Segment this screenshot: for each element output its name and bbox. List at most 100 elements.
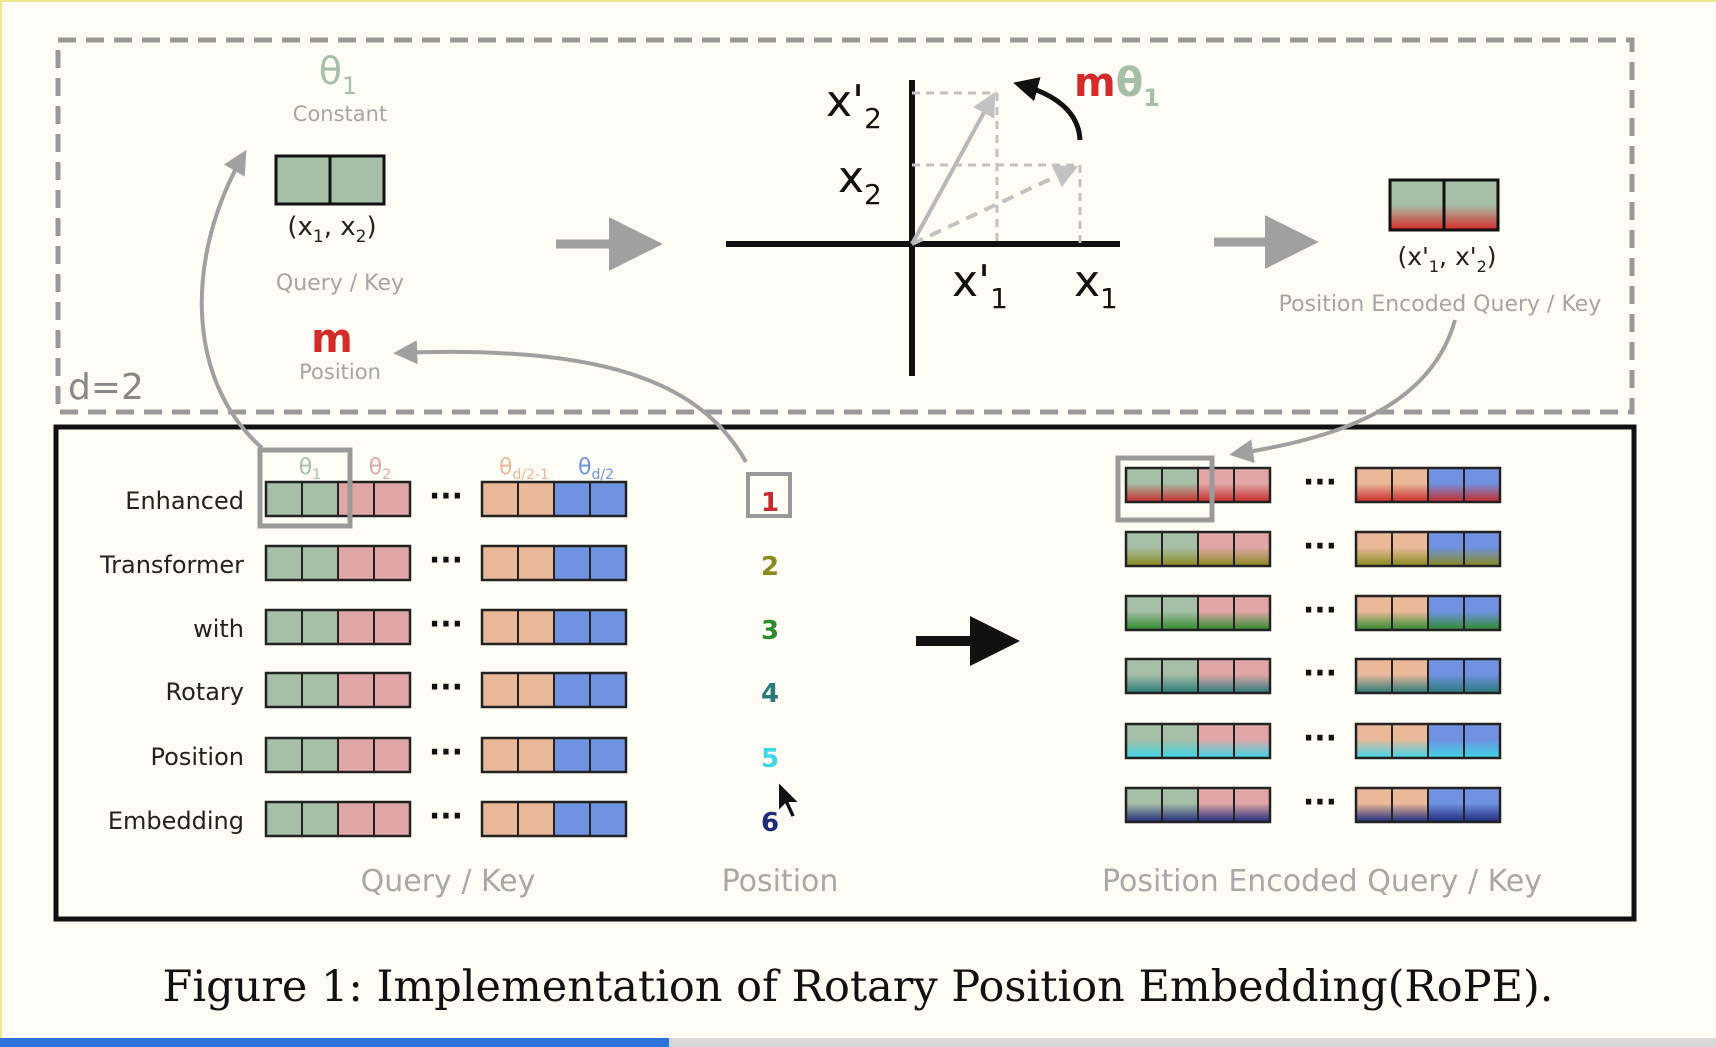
encoded-cell — [1428, 532, 1464, 566]
d-equals-2-label: d=2 — [68, 367, 144, 408]
curve-encoded-to-row — [1229, 319, 1457, 464]
theta-header-1: θ1 — [299, 455, 321, 483]
encoded-cell — [1428, 788, 1464, 822]
encoded-row: ··· — [1124, 721, 1502, 760]
encoded-cell — [1234, 724, 1270, 758]
position-number: 2 — [761, 552, 779, 582]
encoded-cell — [1356, 724, 1392, 758]
query-key-row: ··· — [264, 607, 628, 646]
encoded-cell — [1162, 724, 1198, 758]
encoded-cell — [1428, 659, 1464, 693]
curve-position-to-m — [393, 340, 748, 463]
encoded-cell — [1356, 659, 1392, 693]
theta-header-3: θd/2-1 — [499, 455, 549, 483]
row-label: Enhanced — [125, 487, 244, 515]
encoded-cell — [1198, 468, 1234, 502]
constant-label: Constant — [293, 102, 387, 126]
row-label: Rotary — [166, 678, 244, 706]
vector-cell — [302, 546, 338, 580]
vector-cell — [374, 738, 410, 772]
vector-cell — [554, 546, 590, 580]
encoded-cell — [1428, 468, 1464, 502]
encoded-cell — [1198, 788, 1234, 822]
position-number: 5 — [761, 744, 779, 774]
row-label: with — [193, 615, 244, 643]
query-key-row: ··· — [264, 799, 628, 838]
encoded-cell — [1162, 468, 1198, 502]
encoded-cell — [1126, 659, 1162, 693]
encoded-pair-label: (x'1, x'2) — [1397, 242, 1496, 276]
encoded-row: ··· — [1124, 529, 1502, 568]
vector-cell — [302, 673, 338, 707]
vector-cell — [554, 802, 590, 836]
vector-cell — [518, 738, 554, 772]
query-key-row: ··· — [264, 735, 628, 774]
rotation-angle-arrow — [1013, 77, 1083, 141]
encoded-cell — [1428, 724, 1464, 758]
encoded-cell — [1356, 468, 1392, 502]
vector-cell — [338, 802, 374, 836]
vector-cell — [590, 738, 626, 772]
position-1-highlight-box — [746, 472, 792, 518]
theta-header-2: θ2 — [369, 455, 391, 483]
x1-x2-pair-label: (x1, x2) — [287, 212, 376, 247]
encoded-cell — [1392, 532, 1428, 566]
row-label: Position — [151, 743, 244, 771]
query-key-row: ··· — [264, 543, 628, 582]
position-number: 4 — [761, 679, 779, 709]
query-key-pair-cell — [274, 154, 386, 206]
vector-cell — [266, 546, 302, 580]
vector-cell — [518, 673, 554, 707]
encoded-cell — [1126, 788, 1162, 822]
vector-cell — [338, 610, 374, 644]
row-label: Embedding — [108, 807, 244, 835]
encoded-cell — [1356, 532, 1392, 566]
vector-cell — [302, 610, 338, 644]
vector-cell — [302, 482, 338, 516]
ellipsis: ··· — [429, 735, 463, 770]
vector-cell — [482, 610, 518, 644]
vector-cell — [374, 546, 410, 580]
vector-cell — [374, 673, 410, 707]
encoded-cell — [1356, 596, 1392, 630]
encoded-cell — [1464, 724, 1500, 758]
axis-label-x1-prime: x'1 — [952, 256, 1008, 315]
mouse-cursor-icon — [777, 778, 803, 820]
vector-cell — [590, 546, 626, 580]
position-number: 1 — [761, 488, 779, 518]
encoded-cell — [1234, 659, 1270, 693]
top-panel-dashed-box — [55, 37, 1635, 415]
vector-cell — [518, 610, 554, 644]
m-theta1-rotation-label: mθ1 — [1074, 60, 1160, 112]
encoded-cell — [1464, 468, 1500, 502]
m-position-label: Position — [299, 360, 381, 384]
vector-cell — [266, 482, 302, 516]
encoded-cell — [1392, 788, 1428, 822]
encoded-cell — [1162, 788, 1198, 822]
encoded-cell — [1392, 596, 1428, 630]
ellipsis: ··· — [1303, 465, 1337, 500]
video-progress-bar[interactable] — [0, 1038, 1716, 1047]
vector-cell — [554, 673, 590, 707]
rotated-vector-arrow — [910, 91, 996, 245]
encoded-caption: Position Encoded Query / Key — [1102, 864, 1542, 899]
frame-border-left — [0, 0, 2, 1047]
ellipsis: ··· — [429, 607, 463, 642]
encoded-cell — [1198, 596, 1234, 630]
m-position-symbol: m — [311, 316, 353, 362]
query-key-rows: Enhanced···Transformer···with···Rotary··… — [99, 479, 628, 838]
position-number: 3 — [761, 616, 779, 646]
theta1-label: θ1 — [319, 49, 358, 100]
vector-cell — [302, 802, 338, 836]
position-caption: Position — [722, 864, 839, 899]
encoded-cell — [1234, 788, 1270, 822]
encoded-row: ··· — [1124, 656, 1502, 695]
encoded-cell — [1162, 659, 1198, 693]
vector-cell — [482, 546, 518, 580]
vector-cell — [302, 738, 338, 772]
encoded-cell — [1392, 659, 1428, 693]
vector-cell — [338, 546, 374, 580]
